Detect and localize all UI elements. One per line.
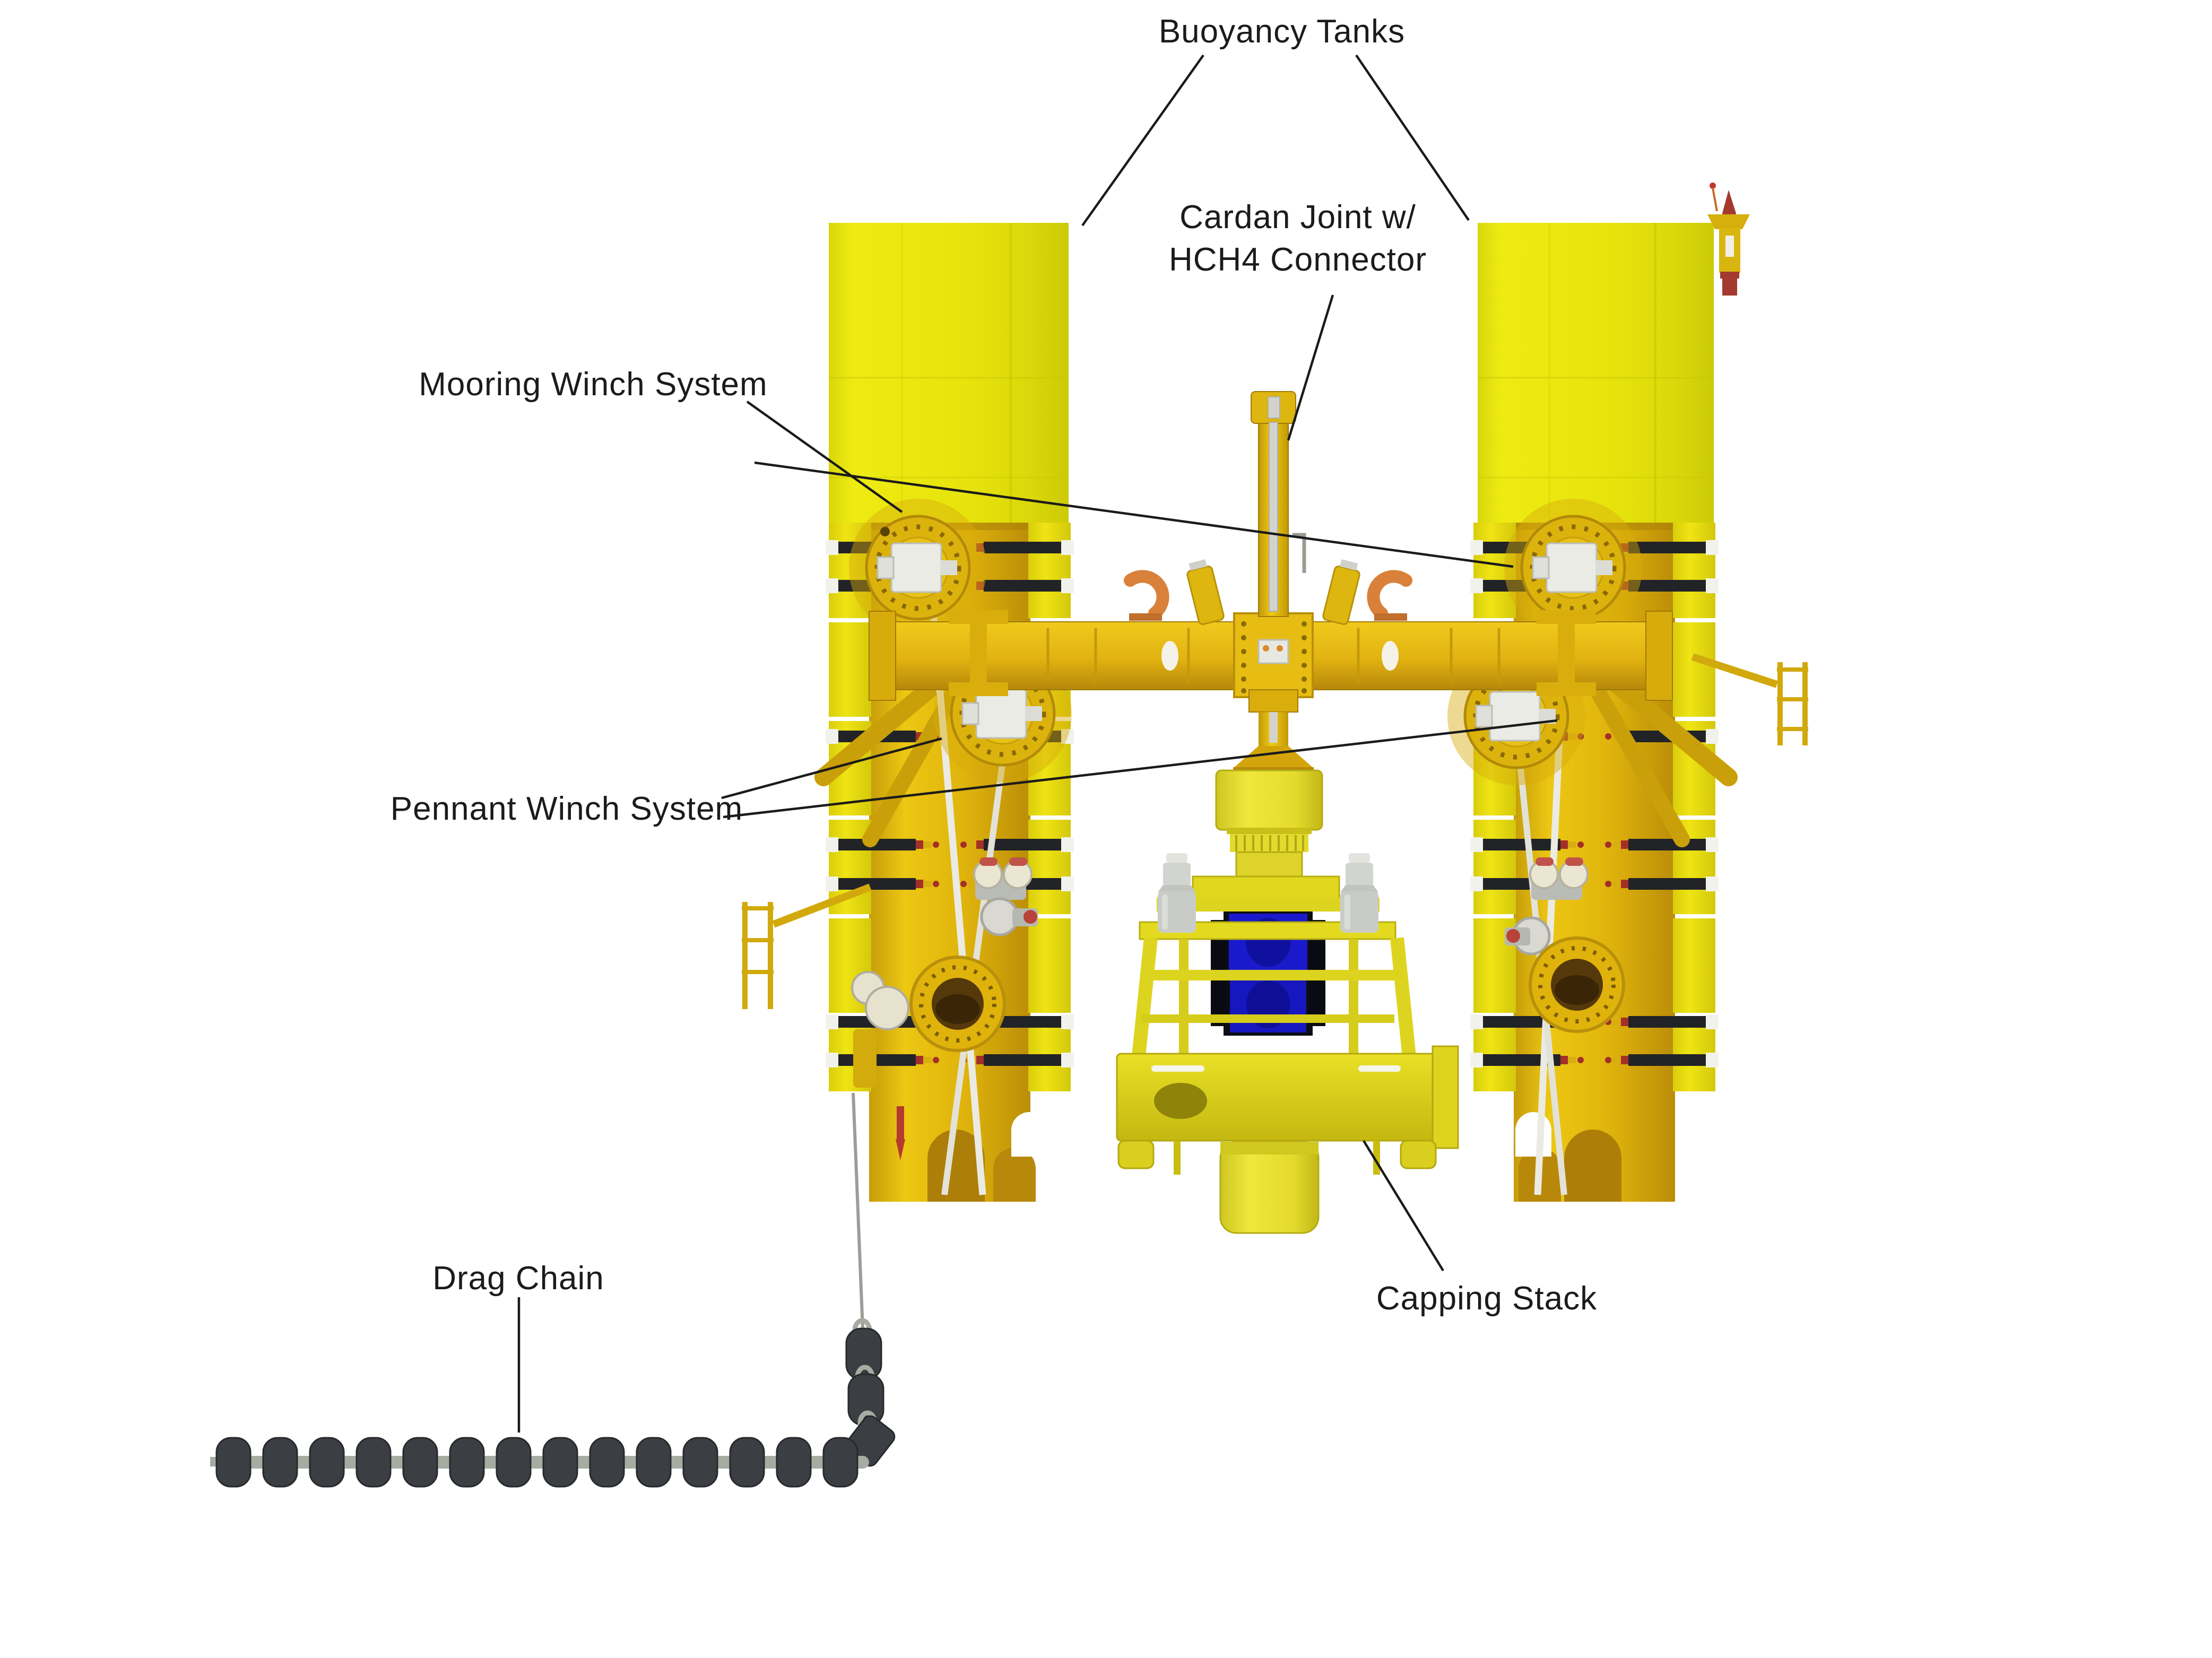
- leader-cardan-joint: [1287, 294, 1334, 441]
- leader-buoyancy-left: [1081, 54, 1204, 227]
- label-cardan-joint-line1: Cardan Joint w/: [1179, 199, 1416, 236]
- ladder-left: [742, 883, 872, 1009]
- beam-center-junction: [1233, 612, 1314, 698]
- sheave-cluster-right: [1505, 857, 1589, 956]
- arch-cutout: [1564, 1130, 1621, 1202]
- leader-pennant-right: [723, 719, 1558, 819]
- label-drag-chain: Drag Chain: [432, 1260, 604, 1297]
- leader-pennant-left: [721, 737, 942, 800]
- ladder-right: [1691, 653, 1808, 745]
- buoyancy-tank-left: [829, 223, 1069, 523]
- connector-mandrel: [1230, 834, 1308, 884]
- leader-mooring-left: [746, 401, 903, 513]
- flange-ring-right: [1530, 938, 1624, 1031]
- guide-post-left: [1186, 559, 1225, 626]
- buoyancy-tank-right: [1478, 223, 1714, 523]
- beam-slot: [1161, 641, 1178, 671]
- adapter-cylinder: [1215, 769, 1323, 831]
- beam-slot: [1382, 641, 1399, 671]
- beam-junction-right: [1537, 610, 1596, 696]
- module-stack-right-inner: [1473, 523, 1516, 1091]
- leader-buoyancy-right: [1355, 54, 1470, 221]
- labels: Buoyancy Tanks Cardan Joint w/ HCH4 Conn…: [391, 13, 1597, 1317]
- label-buoyancy-tanks: Buoyancy Tanks: [1159, 13, 1405, 50]
- outlet-cylinder: [1219, 1141, 1320, 1234]
- skid-plate: [1116, 1045, 1459, 1149]
- module-stack-right-outer: [1673, 523, 1715, 1091]
- arch-cutout: [993, 1148, 1036, 1202]
- label-mooring-winch: Mooring Winch System: [419, 366, 767, 403]
- module-stack-left-inner: [1028, 523, 1071, 1091]
- beacon: [1707, 183, 1750, 296]
- stack-frame: [1129, 875, 1419, 1089]
- skid-feet: [1117, 1140, 1437, 1175]
- leader-mooring-right: [754, 461, 1514, 568]
- label-cardan-joint-line2: HCH4 Connector: [1169, 241, 1427, 278]
- drag-chain: [210, 1092, 896, 1488]
- arch-cutout: [927, 1130, 985, 1202]
- label-pennant-winch: Pennant Winch System: [391, 791, 743, 827]
- lift-hook-right: [1367, 570, 1412, 621]
- accumulator-bottle-left: [1158, 853, 1196, 933]
- leader-capping-stack: [1363, 1140, 1444, 1272]
- leader-lines: [517, 54, 1558, 1433]
- lift-hook-left: [1124, 570, 1169, 621]
- capping-stack: [1116, 769, 1459, 1234]
- beam-junction-left: [949, 610, 1008, 696]
- bolt-hole: [880, 527, 890, 536]
- accumulator-bottle-right: [1340, 853, 1378, 933]
- cardan-mast: [1186, 391, 1360, 772]
- arch-cutout: [1515, 1112, 1551, 1157]
- flange-ring-left: [911, 957, 1004, 1051]
- sheave-cluster-left: [973, 857, 1038, 936]
- wire-rope: [852, 1092, 864, 1330]
- chain-stopper-left: [851, 971, 909, 1160]
- crossbeam: [869, 570, 1673, 701]
- guide-post-right: [1322, 559, 1360, 626]
- arch-cutout: [1011, 1112, 1047, 1157]
- label-capping-stack: Capping Stack: [1376, 1280, 1597, 1317]
